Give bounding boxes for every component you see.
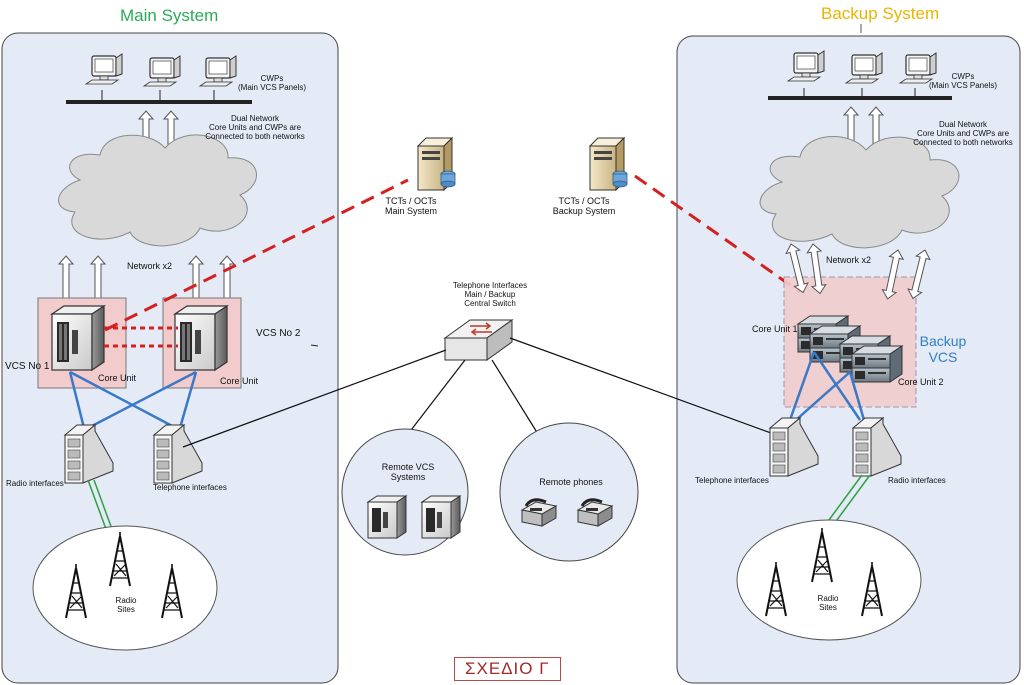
backup-network-cloud [759,136,960,249]
backup-blue-links [788,351,866,421]
main-radio-sites-line2: Sites [117,605,135,615]
main-radio-sites [32,525,218,651]
backup-system-title: Backup System [821,4,940,23]
backup-dual-network-line1: Dual Network [938,120,987,129]
main-radio-sites-line1: Radio [115,596,137,605]
backup-core-unit-2-rack-b-icon [851,345,903,383]
backup-telephone-interfaces-label: Telephone interfaces [695,476,769,485]
main-cwps-title: CWPs [260,74,284,83]
vcs2-core-unit-label: Core Unit [220,376,259,386]
footer-label: ΣΧΕΔΙΟ Γ [454,657,561,681]
main-blue-links [68,370,198,430]
switch-links [182,337,783,448]
backup-vcs-line2: VCS [928,349,958,366]
tct-backup-line1: TCTs / OCTs [558,196,610,206]
tct-backup-server-icon [589,137,628,191]
backup-vcs-line1: Backup [919,333,967,349]
backup-cwps-label: CWPs (Main VCS Panels) [920,72,1006,90]
vcs1-core-unit-icon [51,305,105,371]
central-switch-icon [443,319,514,361]
backup-radio-sites-label: Radio Sites [806,594,850,612]
remote-phones-label: Remote phones [539,477,603,487]
backup-dual-network-line2: Core Units and CWPs are [916,129,1010,139]
backup-radio-sites-line2: Sites [819,603,837,613]
main-dual-network-line1: Dual Network [230,114,279,123]
tct-backup-line2: Backup System [552,206,616,217]
switch-line2: Main / Backup [464,290,516,300]
backup-core-unit-1-label: Core Unit 1 [752,324,798,334]
remote-phones-circle [499,422,639,562]
backup-cwp-group [768,50,952,100]
central-switch-label: Telephone Interfaces Main / Backup Centr… [440,281,540,309]
remote-vcs-unit-2-icon [421,495,461,539]
vcs1-core-unit-label: Core Unit [98,373,137,383]
main-dual-network-line3: Connected to both networks [205,132,305,142]
main-tct-link [104,178,409,332]
tct-backup-label: TCTs / OCTs Backup System [541,196,627,217]
remote-vcs-unit-1-icon [367,495,407,539]
backup-vcs-label: Backup VCS [912,333,974,365]
backup-radio-links [825,474,871,525]
switch-line1: Telephone Interfaces [452,281,528,290]
tct-main-line2: Main System [384,206,437,217]
backup-core-unit-2-label: Core Unit 2 [898,377,944,387]
main-cwp-group [66,53,252,104]
main-system-title: Main System [120,6,219,25]
backup-cwps-title: CWPs [951,72,975,81]
backup-radio-interfaces-label: Radio interfaces [888,476,946,485]
backup-radio-sites-line1: Radio [817,594,839,603]
vcs2-label: VCS No 2 [256,328,301,339]
tct-main-label: TCTs / OCTs Main System [371,196,451,217]
backup-cwps-subtitle: (Main VCS Panels) [928,81,998,91]
switch-line3: Central Switch [464,299,516,309]
main-dual-network-line2: Core Units and CWPs are [208,123,302,133]
main-network-cloud [58,134,257,247]
remote-vcs-line1: Remote VCS [381,462,435,472]
main-dual-network-note: Dual Network Core Units and CWPs are Con… [200,114,310,142]
backup-network-label: Network x2 [826,255,872,265]
main-radio-sites-label: Radio Sites [104,596,148,614]
main-network-label: Network x2 [127,261,173,271]
backup-tct-link [634,174,801,294]
main-telephone-interfaces-label: Telephone interfaces [153,483,227,492]
backup-dual-network-note: Dual Network Core Units and CWPs are Con… [908,120,1018,148]
remote-vcs-label: Remote VCS Systems [368,462,448,483]
backup-dual-network-line3: Connected to both networks [913,138,1013,148]
vcs2-core-unit-icon [174,305,228,371]
backup-radio-sites [736,519,922,641]
main-cwps-subtitle: (Main VCS Panels) [237,83,307,93]
vcs1-label: VCS No 1 [5,361,50,372]
main-radio-interfaces-label: Radio interfaces [6,479,64,488]
tct-main-line1: TCTs / OCTs [385,196,437,206]
tct-main-server-icon [417,137,456,191]
remote-vcs-line2: Systems [390,472,426,483]
main-cwps-label: CWPs (Main VCS Panels) [232,74,312,92]
